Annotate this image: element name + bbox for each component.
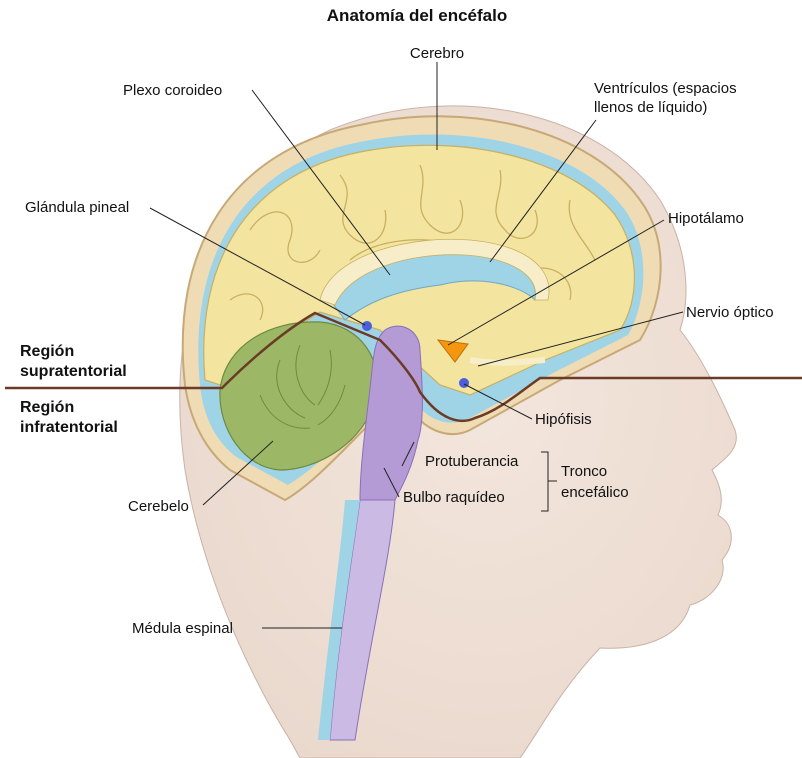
- label-glandula-pineal: Glándula pineal: [25, 199, 129, 216]
- optic-nerve: [470, 360, 545, 363]
- label-plexo-coroideo: Plexo coroideo: [123, 82, 222, 99]
- label-ventriculos-line1: Ventrículos (espacios: [594, 80, 737, 97]
- label-region-infra-line2: infratentorial: [20, 419, 118, 436]
- pineal-gland: [362, 321, 372, 331]
- label-tronco-line1: Tronco: [561, 463, 607, 480]
- label-bulbo-raquideo: Bulbo raquídeo: [403, 489, 505, 506]
- label-cerebro: Cerebro: [410, 45, 464, 62]
- label-nervio-optico: Nervio óptico: [686, 304, 774, 321]
- label-protuberancia: Protuberancia: [425, 453, 519, 470]
- label-cerebelo: Cerebelo: [128, 498, 189, 515]
- label-region-supra-line2: supratentorial: [20, 363, 127, 380]
- pituitary-gland: [459, 378, 469, 388]
- label-hipotalamo: Hipotálamo: [668, 210, 744, 227]
- label-medula-espinal: Médula espinal: [132, 620, 233, 637]
- label-region-infra-line1: Región: [20, 399, 74, 416]
- label-region-supra-line1: Región: [20, 343, 74, 360]
- diagram-title: Anatomía del encéfalo: [327, 6, 507, 25]
- label-tronco-line2: encefálico: [561, 484, 629, 501]
- label-hipofisis: Hipófisis: [535, 411, 592, 428]
- label-ventriculos-line2: llenos de líquido): [594, 99, 707, 116]
